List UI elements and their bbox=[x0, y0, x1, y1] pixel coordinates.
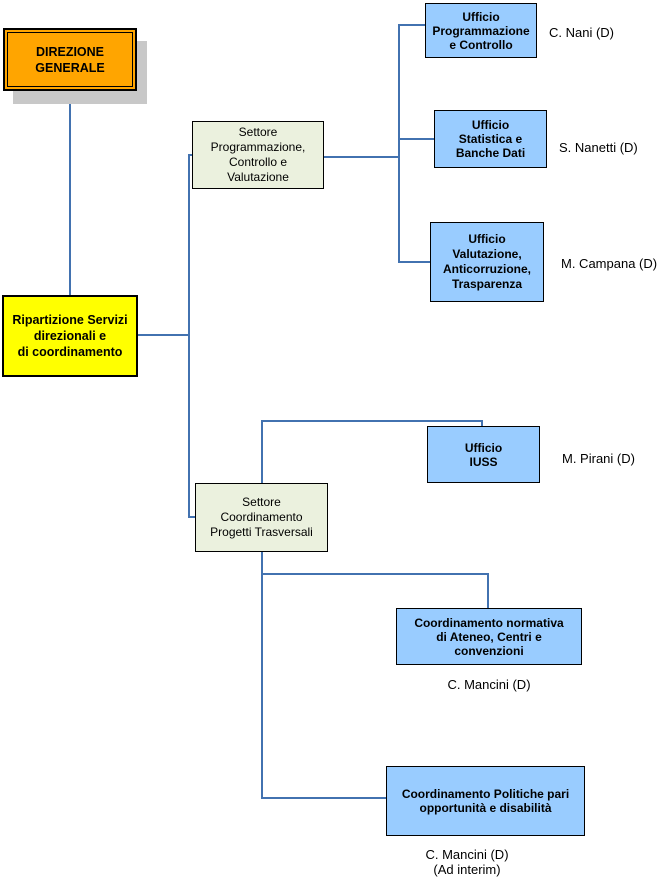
connector-settore-1-right bbox=[324, 156, 400, 158]
connector-stub-settore-1 bbox=[188, 154, 194, 156]
connector-stub-ufficio-2 bbox=[398, 138, 434, 140]
connector-settore-2-top bbox=[261, 420, 263, 483]
connector-ripartizione-right bbox=[138, 334, 189, 336]
connector-to-normativa-h bbox=[261, 573, 489, 575]
connector-trunk-uffici bbox=[398, 24, 400, 263]
node-settore-coordinamento: Settore Coordinamento Progetti Trasversa… bbox=[195, 483, 328, 552]
node-settore-programmazione: Settore Programmazione, Controllo e Valu… bbox=[192, 121, 324, 189]
manager-label-pirani: M. Pirani (D) bbox=[562, 451, 635, 466]
manager-label-nanetti: S. Nanetti (D) bbox=[559, 140, 638, 155]
connector-to-iuss-h bbox=[261, 420, 483, 422]
connector-trunk-coordinamenti bbox=[261, 552, 263, 799]
manager-label-campana: M. Campana (D) bbox=[561, 256, 658, 271]
connector-trunk-settori bbox=[188, 154, 190, 518]
node-ufficio-valutazione: Ufficio Valutazione, Anticorruzione, Tra… bbox=[430, 222, 544, 302]
connector-root-to-ripartizione bbox=[69, 91, 71, 295]
node-ufficio-programmazione-controllo: Ufficio Programmazione e Controllo bbox=[425, 3, 537, 58]
node-ufficio-iuss: Ufficio IUSS bbox=[427, 426, 540, 483]
connector-stub-ufficio-1 bbox=[398, 24, 425, 26]
connector-to-politiche-h bbox=[261, 797, 387, 799]
connector-to-iuss-v bbox=[481, 420, 483, 427]
node-ripartizione-servizi: Ripartizione Servizi direzionali e di co… bbox=[2, 295, 138, 377]
connector-stub-settore-2 bbox=[188, 516, 197, 518]
node-direzione-generale: DIREZIONE GENERALE bbox=[3, 28, 137, 91]
manager-label-nani: C. Nani (D) bbox=[549, 25, 615, 40]
manager-label-mancini-ad-interim: C. Mancini (D) (Ad interim) bbox=[425, 847, 509, 877]
node-ufficio-statistica: Ufficio Statistica e Banche Dati bbox=[434, 110, 547, 168]
node-coordinamento-normativa: Coordinamento normativa di Ateneo, Centr… bbox=[396, 608, 582, 665]
node-coordinamento-politiche: Coordinamento Politiche pari opportunità… bbox=[386, 766, 585, 836]
connector-to-normativa-v bbox=[487, 573, 489, 609]
connector-stub-ufficio-3 bbox=[398, 261, 430, 263]
manager-label-mancini: C. Mancini (D) bbox=[447, 677, 531, 692]
